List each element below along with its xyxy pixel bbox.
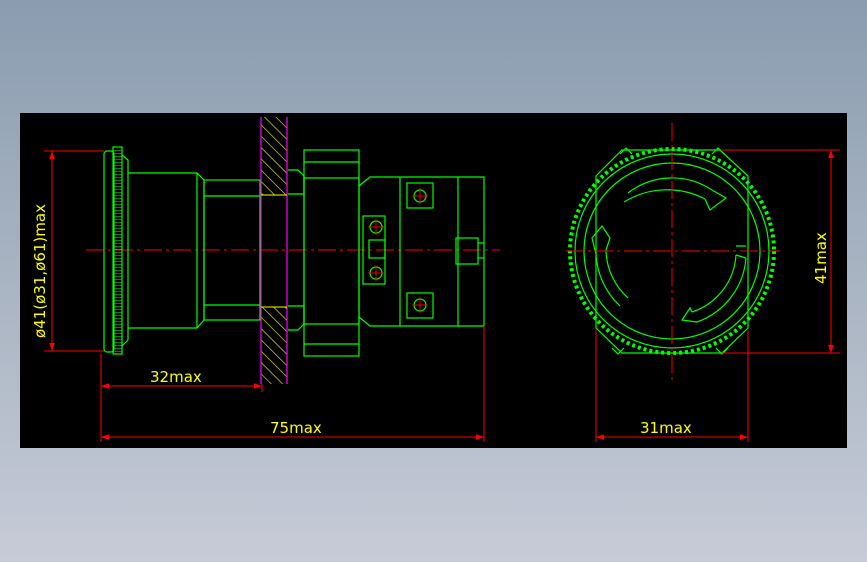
diameter-label: ø41(ø31,ø61)max — [31, 204, 49, 338]
button-body — [128, 172, 261, 329]
mounting-panel — [260, 117, 288, 384]
screw-centers — [368, 188, 428, 313]
overall-length-label: 75max — [270, 419, 322, 437]
front-view: 41max 31max — [566, 123, 840, 442]
front-height-label: 41max — [812, 232, 830, 284]
technical-drawing: ø41(ø31,ø61)max 32max 75max — [31, 117, 840, 442]
side-view: ø41(ø31,ø61)max 32max 75max — [31, 117, 500, 442]
front-dimensions — [595, 149, 840, 442]
contact-block — [358, 176, 485, 327]
front-centerlines — [566, 123, 780, 380]
rotation-arrows — [591, 177, 747, 323]
front-width-label: 31max — [640, 419, 692, 437]
side-dimensions — [44, 150, 485, 442]
cad-viewport: ø41(ø31,ø61)max 32max 75max — [20, 113, 847, 448]
button-depth-label: 32max — [150, 368, 202, 386]
mounting-nut — [288, 149, 360, 357]
mushroom-head — [103, 146, 129, 355]
